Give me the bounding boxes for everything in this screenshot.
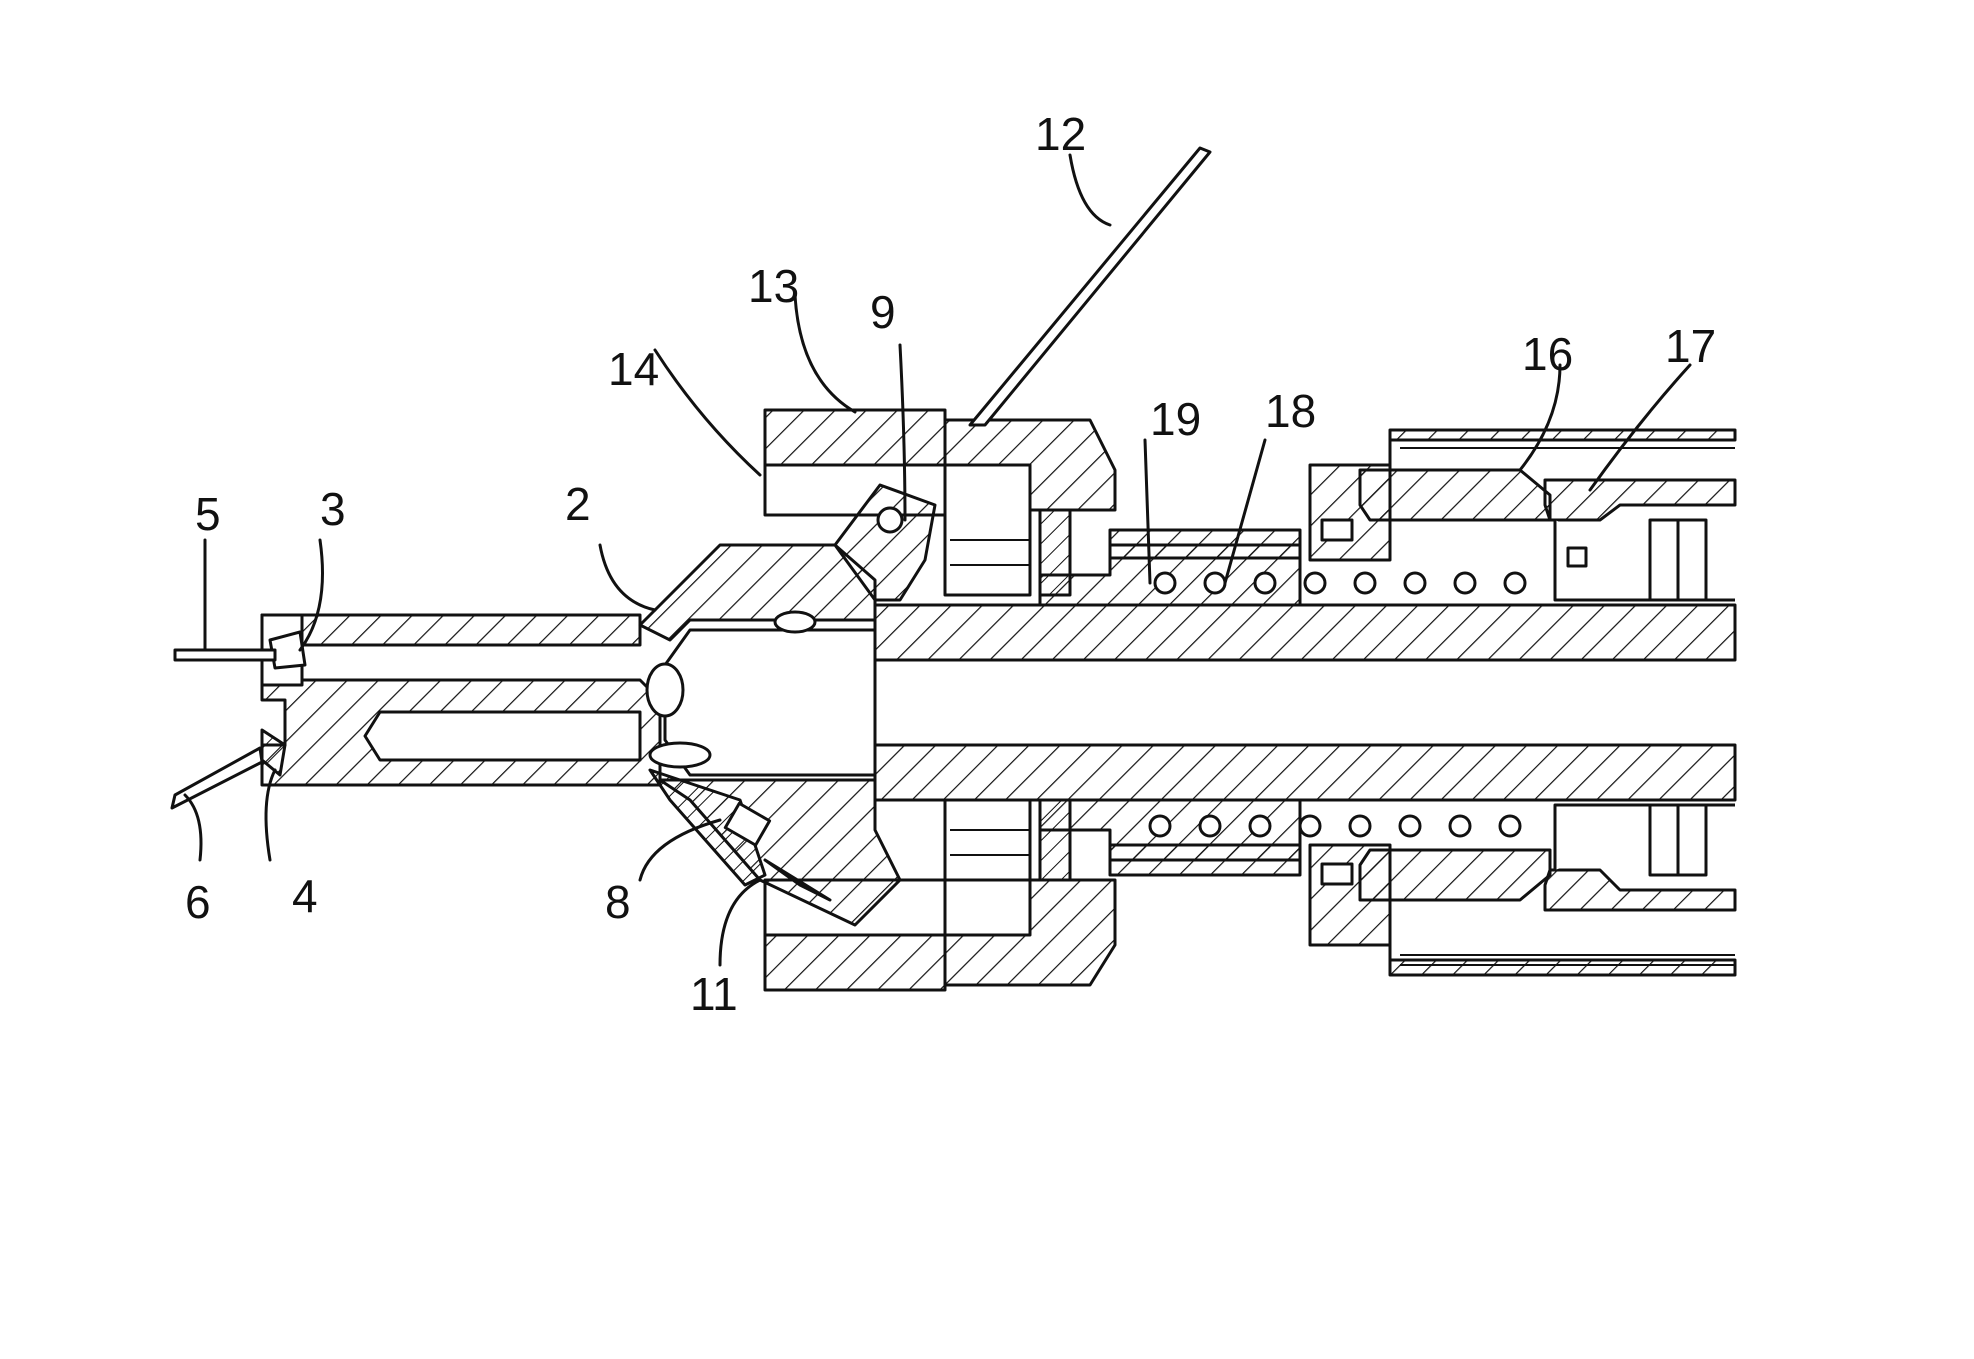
label-18: 18: [1265, 385, 1316, 437]
outer-housing: [1310, 430, 1735, 975]
label-2: 2: [565, 478, 591, 530]
leader-lines: [185, 155, 1690, 965]
label-5: 5: [195, 488, 221, 540]
label-8: 8: [605, 876, 631, 928]
label-6: 6: [185, 876, 211, 928]
label-3: 3: [320, 483, 346, 535]
label-17: 17: [1665, 320, 1716, 372]
label-9: 9: [870, 286, 896, 338]
label-16: 16: [1522, 328, 1573, 380]
label-19: 19: [1150, 393, 1201, 445]
label-12: 12: [1035, 108, 1086, 160]
conical-adapter: [640, 485, 935, 925]
handle-rod: [970, 148, 1210, 425]
label-14: 14: [608, 343, 659, 395]
label-4: 4: [292, 870, 318, 922]
label-11: 11: [690, 968, 738, 1020]
label-13: 13: [748, 260, 799, 312]
